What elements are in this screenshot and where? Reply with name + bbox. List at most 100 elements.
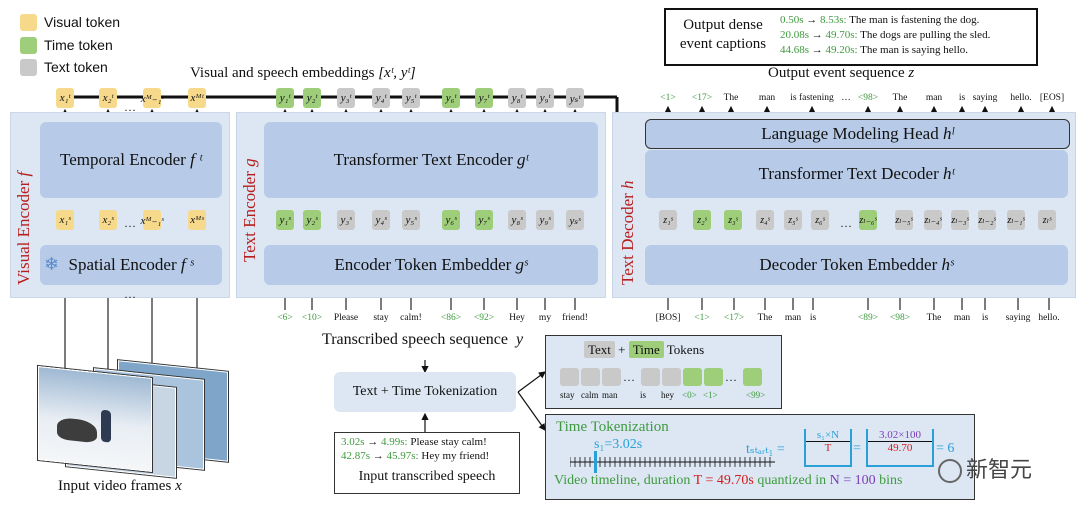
token-word: calm bbox=[581, 390, 599, 400]
decoder-input-word: man bbox=[784, 313, 802, 323]
decoder-output-word: hello. bbox=[1010, 93, 1032, 103]
decoder-input-word: hello. bbox=[1038, 313, 1060, 323]
fraction-symbolic: s₁×N T bbox=[804, 429, 852, 467]
caption-text: The man is saying hello. bbox=[857, 44, 969, 56]
arrow-icon: → bbox=[809, 29, 826, 41]
decoder-input-word: The bbox=[757, 313, 773, 323]
speech-input-word: Please bbox=[333, 313, 359, 323]
decoder-token-embed: z₁ˢ bbox=[659, 210, 677, 230]
caption-start: 0.50s bbox=[780, 14, 804, 26]
decoder-output-word: … bbox=[841, 93, 851, 103]
text-decoder-label: Text Decoder h bbox=[618, 180, 637, 285]
decoder-token-embed: z₃ˢ bbox=[724, 210, 742, 230]
wechat-icon bbox=[938, 459, 962, 483]
speech-input-word: <92> bbox=[473, 313, 495, 323]
token-cell bbox=[704, 368, 723, 386]
speech-token-top: y₉ᵗ bbox=[536, 88, 554, 108]
speech-end: 45.97s: bbox=[386, 450, 419, 462]
transformer-text-decoder-block: Transformer Text Decoder hᵗ bbox=[645, 150, 1068, 198]
token-dots: … bbox=[124, 100, 136, 114]
caption-start: 44.68s bbox=[780, 44, 810, 56]
input-video-frames bbox=[38, 360, 238, 480]
output-captions-list: 0.50s → 8.53s: The man is fastening the … bbox=[780, 13, 990, 58]
token-dots: … bbox=[124, 216, 136, 230]
speech-input-word: <10> bbox=[301, 313, 323, 323]
speech-input-word: Hey bbox=[509, 313, 525, 323]
speech-token-embed: y₈ˢ bbox=[508, 210, 526, 230]
visual-token-top: x₂ᵗ bbox=[99, 88, 117, 108]
temporal-encoder-block: Temporal Encoder f ᵗ bbox=[40, 122, 222, 198]
visual-token-spatial: xᴹˢ bbox=[188, 210, 206, 230]
caption-text: The dogs are pulling the sled. bbox=[857, 29, 991, 41]
encoder-token-embedder-block: Encoder Token Embedder gˢ bbox=[264, 245, 598, 285]
input-frames-label: Input video frames x bbox=[58, 478, 182, 494]
decoder-token-embed: z₆ˢ bbox=[811, 210, 829, 230]
decoder-output-word: The bbox=[723, 93, 739, 103]
speech-token-top: y₇ᵗ bbox=[475, 88, 493, 108]
decoder-output-word: man bbox=[925, 93, 943, 103]
decoder-token-embed: zₗ₋₂ˢ bbox=[978, 210, 996, 230]
decoder-input-word: <98> bbox=[889, 313, 911, 323]
speech-text: Hey my friend! bbox=[418, 450, 490, 462]
text-encoder-label: Text Encoder g bbox=[240, 158, 259, 262]
decoder-input-word: is bbox=[809, 313, 817, 323]
speech-input-word: stay bbox=[373, 313, 389, 323]
arrow-icon: → bbox=[370, 450, 387, 462]
decoder-input-word: [BOS] bbox=[655, 313, 681, 323]
token-cell bbox=[581, 368, 600, 386]
speech-token-embed: y₃ˢ bbox=[337, 210, 355, 230]
token-word: hey bbox=[661, 390, 674, 400]
caption-line: 20.08s → 49.70s: The dogs are pulling th… bbox=[780, 28, 990, 43]
visual-token-swatch bbox=[20, 14, 37, 31]
time-tokenization-title: Time Tokenization bbox=[556, 419, 669, 435]
token-dots: … bbox=[725, 370, 737, 384]
decoder-token-embed: z₅ˢ bbox=[784, 210, 802, 230]
caption-start: 20.08s bbox=[780, 29, 810, 41]
legend-text-token: Text token bbox=[44, 59, 108, 75]
token-word: man bbox=[602, 390, 618, 400]
text-time-tokenization-block: Text + Time Tokenization bbox=[334, 372, 516, 412]
speech-token-top: y₃ᵗ bbox=[337, 88, 355, 108]
fraction-numeric: 3.02×100 49.70 bbox=[866, 429, 934, 467]
speech-input-word: calm! bbox=[400, 313, 422, 323]
speech-token-top: y₁ᵗ bbox=[276, 88, 294, 108]
token-cell bbox=[641, 368, 660, 386]
visual-token-spatial: x₁ˢ bbox=[56, 210, 74, 230]
caption-line: 0.50s → 8.53s: The man is fastening the … bbox=[780, 13, 990, 28]
token-dots: … bbox=[623, 370, 635, 384]
time-tokenization-box: Time Tokenization s₁=3.02s tₛₜₐᵣₜ₁ = s₁×… bbox=[545, 414, 975, 500]
speech-input-word: friend! bbox=[562, 313, 588, 323]
decoder-output-word: is bbox=[958, 93, 966, 103]
speech-token-top: y₄ᵗ bbox=[372, 88, 390, 108]
s1-label: s₁=3.02s bbox=[594, 437, 643, 452]
speech-token-top: y₅ᵗ bbox=[402, 88, 420, 108]
token-word: stay bbox=[560, 390, 575, 400]
token-cell bbox=[662, 368, 681, 386]
speech-token-top: y₂ᵗ bbox=[303, 88, 321, 108]
watermark: 新智元 bbox=[938, 452, 1032, 484]
legend-visual-token: Visual token bbox=[44, 14, 121, 30]
speech-token-embed: y₁ˢ bbox=[276, 210, 294, 230]
speech-start: 42.87s bbox=[341, 450, 371, 462]
language-modeling-head-block: Language Modeling Head hˡ bbox=[645, 119, 1070, 149]
token-cell bbox=[560, 368, 579, 386]
token-word: <0> bbox=[682, 390, 697, 400]
speech-token-embed: y₇ˢ bbox=[475, 210, 493, 230]
decoder-input-word: The bbox=[926, 313, 942, 323]
caption-line: 44.68s → 49.20s: The man is saying hello… bbox=[780, 43, 990, 58]
speech-input-word: <86> bbox=[440, 313, 462, 323]
decoder-token-embed: zₗ₋₆ˢ bbox=[859, 210, 877, 230]
speech-input-word: <6> bbox=[277, 313, 293, 323]
token-word: <1> bbox=[703, 390, 718, 400]
decoder-output-word: is fastening bbox=[790, 93, 834, 103]
caption-end: 49.20s: bbox=[825, 44, 858, 56]
token-cell bbox=[743, 368, 762, 386]
decoder-output-word: The bbox=[892, 93, 908, 103]
decoder-output-word: <17> bbox=[691, 93, 713, 103]
decoder-output-word: saying bbox=[972, 93, 998, 103]
caption-end: 49.70s: bbox=[825, 29, 858, 41]
transcribed-speech-heading: Transcribed speech sequence y bbox=[322, 331, 524, 348]
visual-token-spatial: xᴹ₋₁ˢ bbox=[140, 210, 164, 230]
arrow-icon: → bbox=[364, 436, 382, 448]
